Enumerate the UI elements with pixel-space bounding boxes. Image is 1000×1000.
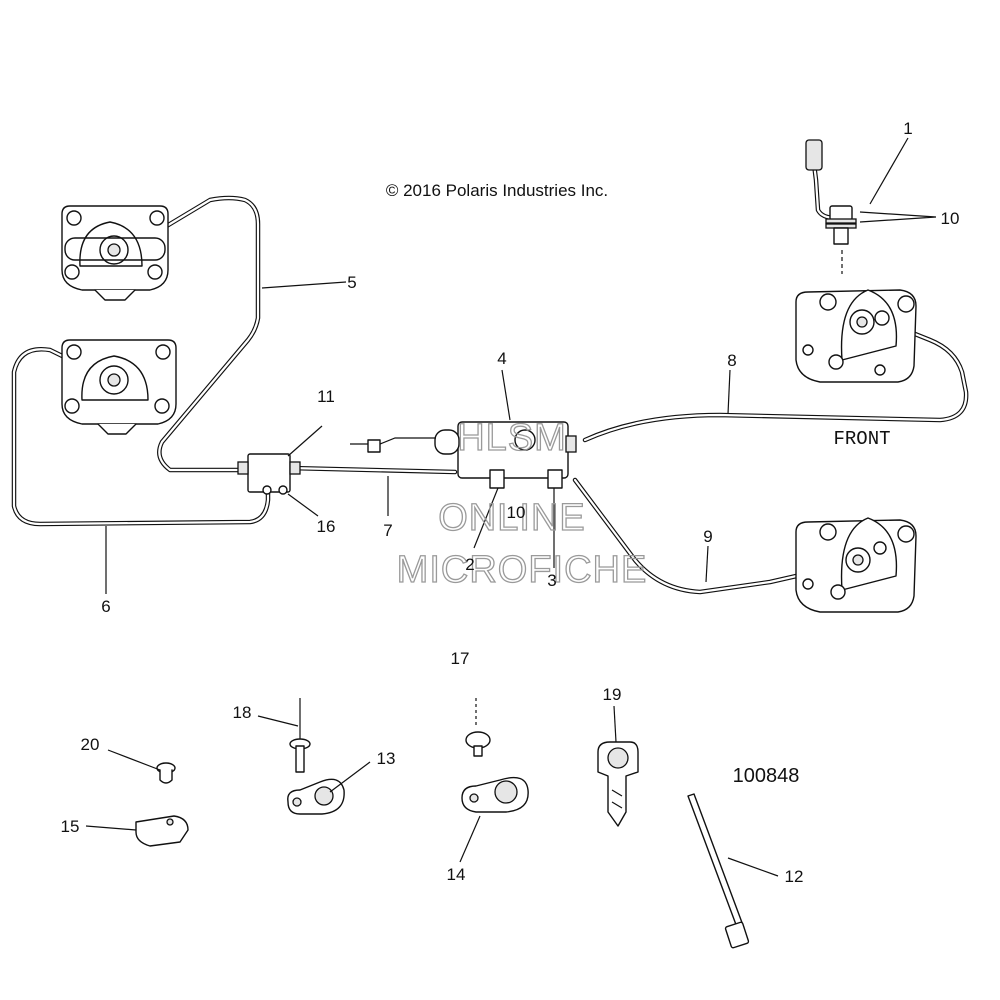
banjo-bolt-1 (825, 205, 857, 274)
rivet-18 (289, 698, 311, 773)
callout-3: 3 (547, 571, 556, 590)
rear-lower-caliper (61, 339, 177, 435)
master-cylinder-4 (350, 421, 577, 489)
callout-10-upper: 10 (941, 209, 960, 228)
callout-14: 14 (447, 865, 466, 884)
watermark-line-1: HLSM (457, 417, 567, 459)
callout-13: 13 (377, 749, 396, 768)
callout-10-lower: 10 (507, 503, 526, 522)
front-lower-caliper (795, 517, 917, 613)
brake-line-6 (11, 347, 271, 527)
watermark-line-3: MICROFICHE (397, 549, 648, 591)
brake-line-5 (147, 195, 261, 473)
watermark-line-2: ONLINE (438, 497, 585, 539)
callout-6: 6 (101, 597, 110, 616)
p-clamp-13 (287, 778, 345, 815)
callout-16: 16 (317, 517, 336, 536)
brake-line-9 (572, 477, 861, 595)
screw-20 (156, 762, 176, 784)
callout-18: 18 (233, 703, 252, 722)
diagram-number: 100848 (733, 765, 800, 787)
leader-lines (85, 137, 937, 877)
cable-clip-19 (597, 741, 639, 827)
callout-9: 9 (703, 527, 712, 546)
brake-line-8 (582, 317, 969, 443)
callout-19: 19 (603, 685, 622, 704)
callout-8: 8 (727, 351, 736, 370)
front-label: FRONT (833, 428, 890, 450)
callout-1: 1 (903, 119, 912, 138)
callout-2: 2 (465, 555, 474, 574)
front-upper-caliper (795, 289, 917, 383)
callout-20: 20 (81, 735, 100, 754)
callout-12: 12 (785, 867, 804, 886)
callout-11: 11 (317, 387, 335, 406)
p-clamp-14 (461, 776, 529, 813)
copyright-text: © 2016 Polaris Industries Inc. (386, 181, 608, 200)
callout-4: 4 (497, 349, 506, 368)
brake-line-7 (287, 465, 458, 475)
rear-upper-caliper (61, 205, 169, 301)
junction-block-11 (237, 453, 301, 495)
callout-5: 5 (347, 273, 356, 292)
cable-tie-12 (687, 793, 750, 949)
clip-15 (135, 815, 189, 847)
callout-7: 7 (383, 521, 392, 540)
callout-17: 17 (451, 649, 470, 668)
screw-17 (465, 698, 491, 757)
callout-15: 15 (61, 817, 80, 836)
